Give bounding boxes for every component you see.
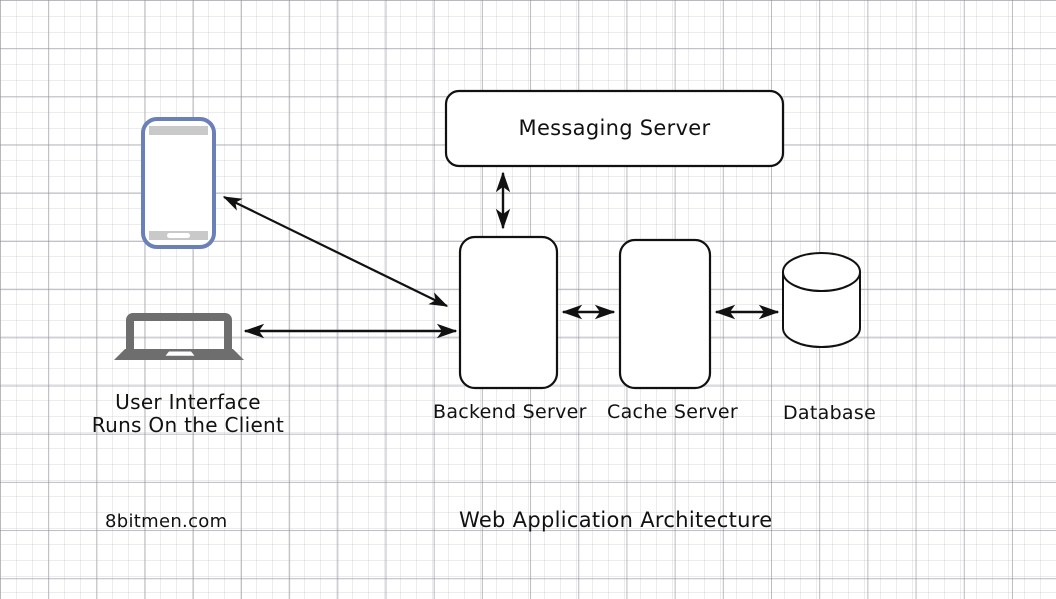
backend-server-box[interactable] <box>458 235 559 390</box>
database-cylinder[interactable] <box>782 252 861 348</box>
messaging-server-label: Messaging Server <box>518 116 711 140</box>
smartphone-icon <box>141 117 216 249</box>
database-label: Database <box>783 402 877 424</box>
cache-server-label: Cache Server <box>607 401 739 423</box>
client-caption-line2: Runs On the Client <box>91 413 285 437</box>
cache-server-box[interactable] <box>618 238 712 390</box>
diagram-title: Web Application Architecture <box>459 508 773 532</box>
laptop-icon <box>114 313 244 360</box>
backend-server-label: Backend Server <box>433 401 587 423</box>
client-caption-line1: User Interface <box>115 390 261 414</box>
messaging-server-box[interactable] <box>444 89 785 168</box>
connector-phone-backend <box>222 196 449 307</box>
watermark-label: 8bitmen.com <box>105 511 228 532</box>
